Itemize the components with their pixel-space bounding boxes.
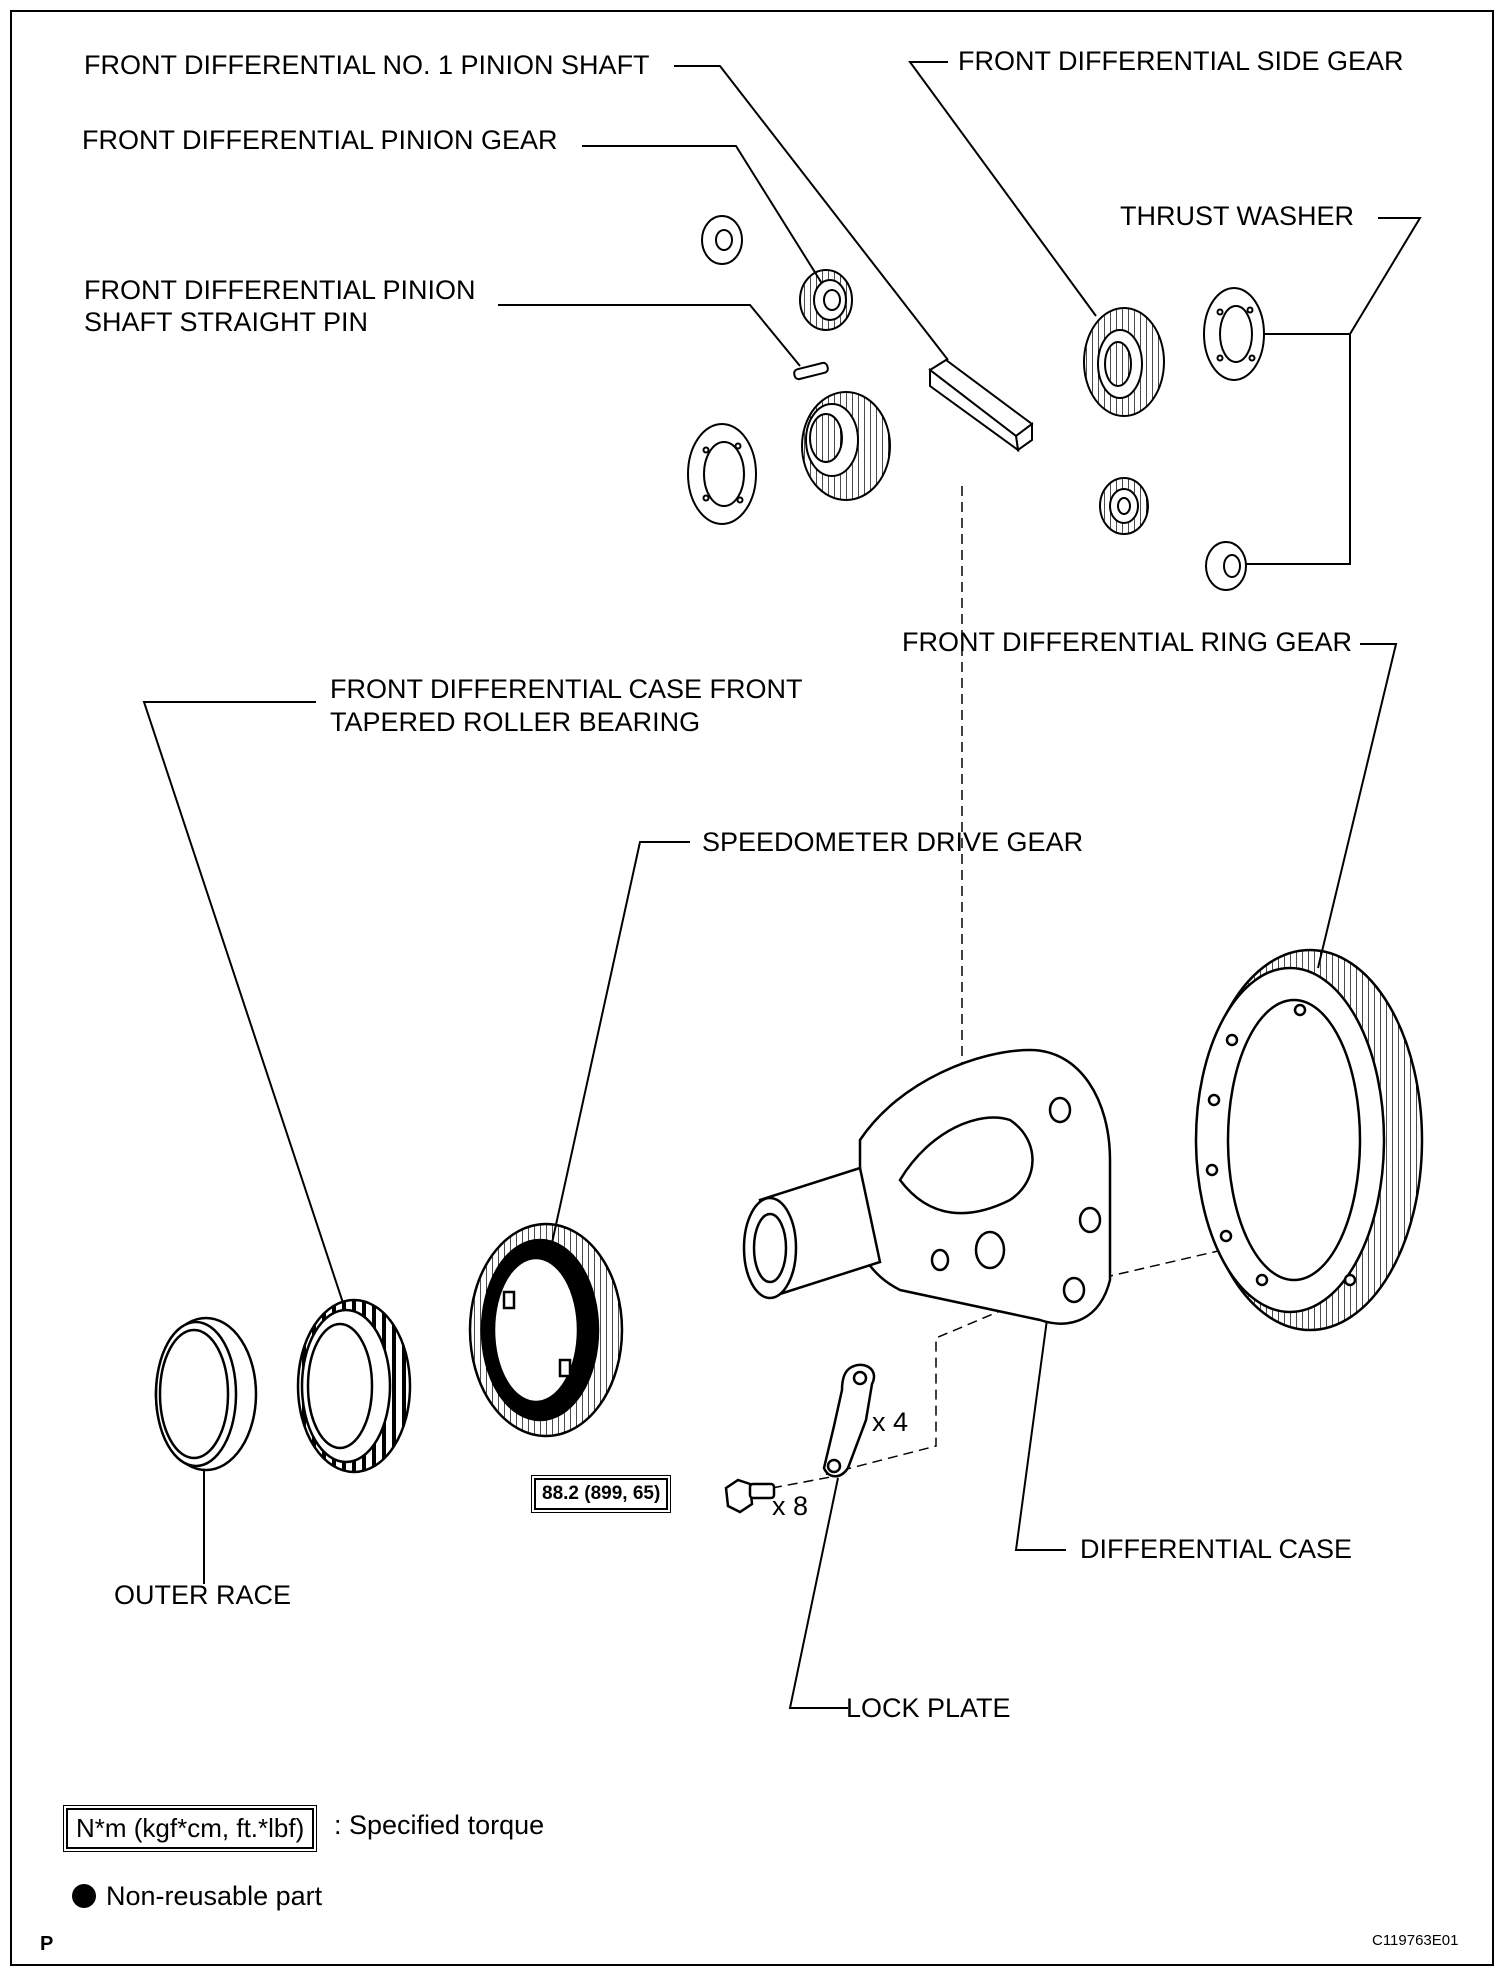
label-bearing-line1: FRONT DIFFERENTIAL CASE FRONT xyxy=(330,674,803,704)
tapered-roller-bearing xyxy=(296,1298,412,1474)
legend-torque-units-box: N*m (kgf*cm, ft.*lbf) xyxy=(62,1805,318,1852)
leader-speedo-gear xyxy=(549,841,690,1253)
thrust-washer-small-right xyxy=(1205,541,1247,591)
leader-bearing xyxy=(142,701,349,1319)
figure-code: C119763E01 xyxy=(1372,1932,1459,1949)
pinion-gear-bottom xyxy=(1099,477,1149,535)
torque-spec-box: 88.2 (899, 65) xyxy=(530,1475,672,1513)
legend-nonreusable-desc: Non-reusable part xyxy=(106,1881,323,1911)
leader-thrust-washer-2 xyxy=(1240,334,1351,565)
nonreusable-bullet-icon xyxy=(72,1884,96,1908)
label-thrust-washer: THRUST WASHER xyxy=(1120,201,1355,231)
leader-straight-pin xyxy=(498,304,801,367)
legend-torque-desc: : Specified torque xyxy=(334,1810,545,1840)
thrust-washer-small-left xyxy=(701,215,743,265)
leader-ring-gear xyxy=(1317,643,1398,969)
leader-pinion-shaft xyxy=(674,65,949,361)
straight-pin xyxy=(793,361,829,381)
leader-side-gear xyxy=(908,61,1097,317)
leader-diff-case xyxy=(1014,1311,1066,1551)
label-straight-pin-line2: SHAFT STRAIGHT PIN xyxy=(84,307,369,337)
label-side-gear: FRONT DIFFERENTIAL SIDE GEAR xyxy=(958,46,1404,76)
label-pinion-gear: FRONT DIFFERENTIAL PINION GEAR xyxy=(82,125,558,155)
label-x4: x 4 xyxy=(872,1407,909,1437)
label-pinion-shaft: FRONT DIFFERENTIAL NO. 1 PINION SHAFT xyxy=(84,50,650,80)
thrust-washer-large-left xyxy=(687,423,757,525)
leader-lines xyxy=(142,61,1422,1709)
leader-thrust-washer xyxy=(1262,217,1422,335)
leader-pinion-gear xyxy=(582,145,827,291)
thrust-washer-large-right xyxy=(1203,287,1265,381)
side-gear-right xyxy=(1083,307,1165,417)
label-outer-race: OUTER RACE xyxy=(114,1580,292,1610)
leader-lock-plate xyxy=(788,1477,848,1709)
label-x8: x 8 xyxy=(772,1491,809,1521)
label-ring-gear: FRONT DIFFERENTIAL RING GEAR xyxy=(902,627,1353,657)
bolt xyxy=(724,1478,776,1514)
label-speedo-gear: SPEEDOMETER DRIVE GEAR xyxy=(702,827,1084,857)
pinion-shaft xyxy=(928,358,1034,453)
outer-race xyxy=(154,1316,258,1472)
side-gear-left xyxy=(801,391,891,501)
label-differential-case: DIFFERENTIAL CASE xyxy=(1080,1534,1353,1564)
label-bearing-line2: TAPERED ROLLER BEARING xyxy=(330,707,701,737)
ring-gear xyxy=(1194,948,1424,1332)
assembly-axis-lines xyxy=(771,486,1301,1489)
label-lock-plate: LOCK PLATE xyxy=(846,1693,1011,1723)
page-letter: P xyxy=(40,1933,54,1955)
pinion-gear-top xyxy=(799,269,853,331)
label-straight-pin-line1: FRONT DIFFERENTIAL PINION xyxy=(84,275,476,305)
differential-case-body xyxy=(742,1048,1112,1325)
speedometer-drive-gear xyxy=(468,1222,624,1438)
lock-plate xyxy=(822,1363,876,1478)
